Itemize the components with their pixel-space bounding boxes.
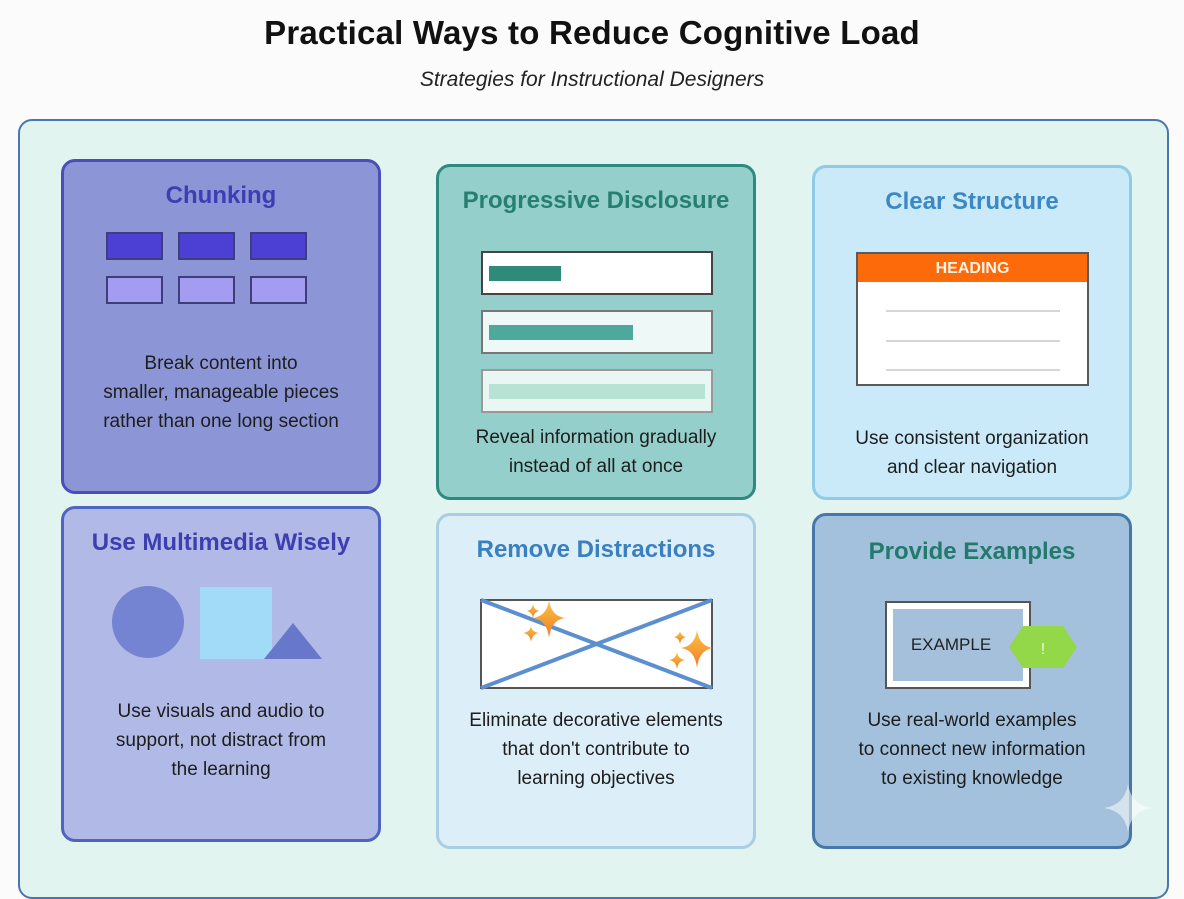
triangle-shape (264, 623, 322, 659)
desc-line: learning objectives (517, 768, 675, 789)
cross-line (480, 598, 713, 690)
card-description: Eliminate decorative elements that don't… (439, 706, 753, 793)
example-frame-icon: EXAMPLE (885, 601, 1031, 689)
desc-line: Use visuals and audio to (117, 701, 325, 722)
card-progressive-disclosure: Progressive Disclosure Reveal informatio… (436, 164, 756, 500)
desc-line: Reveal information gradually (475, 427, 717, 448)
chunk-block (250, 276, 307, 304)
disclosure-row (481, 369, 713, 413)
desc-line: Use consistent organization (855, 428, 1089, 449)
crossed-out-decoration-icon (480, 598, 713, 690)
disclosure-row (481, 251, 713, 295)
desc-line: to connect new information (858, 739, 1086, 760)
multimedia-shapes-icon (112, 586, 322, 659)
desc-line: rather than one long section (103, 411, 339, 432)
heading-label: HEADING (858, 254, 1087, 282)
heading-document-icon: HEADING (856, 252, 1089, 386)
desc-line: smaller, manageable pieces (103, 382, 339, 403)
desc-line: Use real-world examples (867, 710, 1077, 731)
text-line (886, 310, 1060, 312)
card-description: Use real-world examples to connect new i… (815, 706, 1129, 793)
chunk-block (250, 232, 307, 260)
sparkle-icon (523, 626, 539, 642)
desc-line: the learning (171, 759, 271, 780)
desc-line: Break content into (144, 353, 298, 374)
desc-line: instead of all at once (508, 456, 684, 477)
card-title: Provide Examples (868, 538, 1076, 565)
card-chunking: Chunking Break content into smaller, man… (61, 159, 381, 494)
exclamation-badge-icon: ! (1009, 626, 1077, 668)
card-use-multimedia-wisely: Use Multimedia Wisely Use visuals and au… (61, 506, 381, 842)
sparkle-icon (669, 652, 685, 669)
circle-shape (112, 586, 184, 658)
card-remove-distractions: Remove Distractions Eliminate decorative… (436, 513, 756, 849)
disclosure-row (481, 310, 713, 354)
disclosure-bar (489, 325, 633, 340)
sparkle-icon (527, 604, 539, 618)
badge-shape (1009, 626, 1077, 668)
card-description: Reveal information gradually instead of … (439, 423, 753, 481)
sparkle-icon (681, 630, 713, 668)
disclosure-bar (489, 266, 561, 281)
sparkle-icon (674, 631, 686, 644)
page-title: Practical Ways to Reduce Cognitive Load (264, 14, 920, 51)
chunk-block (178, 232, 235, 260)
chunk-block (178, 276, 235, 304)
card-description: Use consistent organization and clear na… (815, 424, 1129, 482)
card-description: Use visuals and audio to support, not di… (64, 697, 378, 784)
card-description: Break content into smaller, manageable p… (64, 349, 378, 436)
card-clear-structure: Clear Structure HEADING Use consistent o… (812, 165, 1132, 500)
chunk-block (106, 232, 163, 260)
card-provide-examples: Provide Examples EXAMPLE ! Use real-worl… (812, 513, 1132, 849)
card-title: Use Multimedia Wisely (91, 529, 351, 556)
text-line (886, 340, 1060, 342)
card-title: Progressive Disclosure (462, 187, 730, 214)
badge-label: ! (1041, 641, 1045, 658)
desc-line: that don't contribute to (502, 739, 690, 760)
text-line (886, 369, 1060, 371)
sparkle-watermark-icon (1104, 784, 1152, 832)
sparkle-icon (533, 600, 565, 638)
disclosure-bar (489, 384, 705, 399)
chunk-block (106, 276, 163, 304)
desc-line: and clear navigation (886, 457, 1058, 478)
desc-line: Eliminate decorative elements (469, 710, 723, 731)
card-title: Clear Structure (885, 188, 1059, 215)
desc-line: support, not distract from (115, 730, 327, 751)
page-subtitle: Strategies for Instructional Designers (419, 68, 765, 91)
sparkle-icons (523, 600, 713, 669)
card-title: Chunking (165, 182, 277, 209)
card-title: Remove Distractions (476, 536, 716, 563)
desc-line: to existing knowledge (881, 768, 1063, 789)
square-shape (200, 587, 272, 659)
example-label: EXAMPLE (893, 609, 1023, 681)
